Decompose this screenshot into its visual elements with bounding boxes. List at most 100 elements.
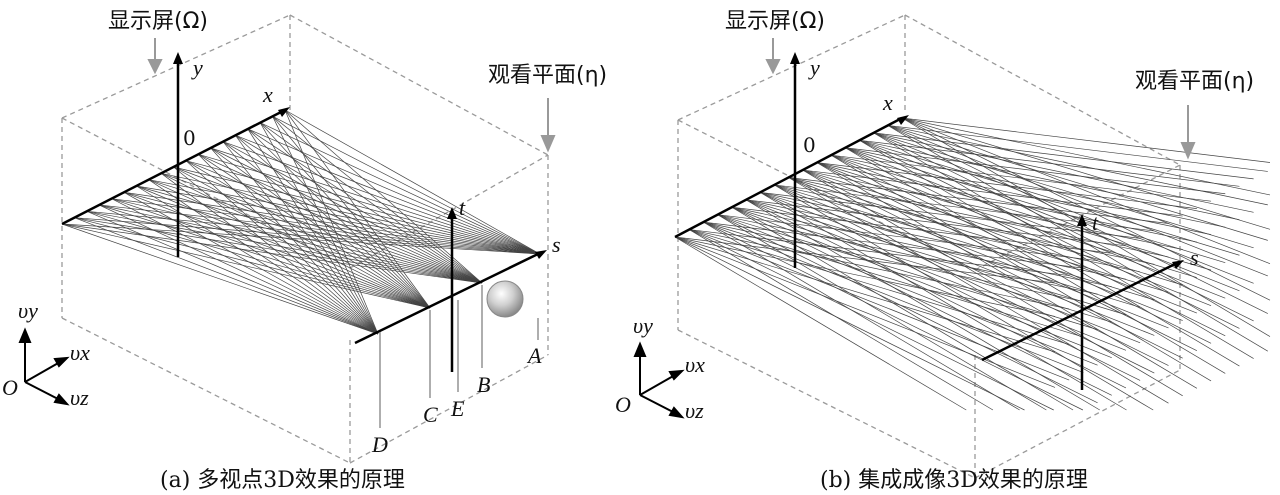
ray-line bbox=[173, 166, 379, 335]
ray-line bbox=[284, 109, 483, 284]
coord-frame-a: υy υx υz O bbox=[2, 298, 90, 410]
ray-line bbox=[760, 192, 1141, 308]
ray-line bbox=[901, 117, 1271, 196]
ray-line bbox=[873, 132, 1254, 359]
panel-a-zero-label: 0 bbox=[183, 126, 196, 150]
ray-line bbox=[788, 177, 1169, 404]
ray-line bbox=[745, 199, 1127, 316]
panel-a-s-axis bbox=[354, 251, 541, 345]
panel-b-x-arrowhead bbox=[897, 115, 909, 125]
ray-line bbox=[674, 236, 1056, 317]
ray-line bbox=[759, 192, 1127, 411]
coord-a-vz: υz bbox=[70, 385, 89, 410]
panel-b-x-axis bbox=[674, 116, 903, 239]
panel-a-t-label: t bbox=[459, 195, 466, 220]
ray-line bbox=[61, 223, 431, 309]
ray-line bbox=[272, 116, 431, 309]
ray-line bbox=[717, 214, 1047, 411]
panel-a-viewing-plane-label: 观看平面(η) bbox=[488, 63, 607, 88]
ray-line bbox=[185, 160, 431, 309]
ray-line bbox=[901, 117, 1271, 230]
ray-line bbox=[111, 198, 431, 309]
ray-line bbox=[689, 229, 1070, 310]
panel-b-zero-label: 0 bbox=[803, 133, 816, 157]
ray-line bbox=[717, 214, 1098, 330]
ray-line bbox=[703, 221, 1084, 302]
ray-line bbox=[816, 162, 1198, 389]
ray-line bbox=[235, 135, 431, 309]
ray-line bbox=[198, 153, 541, 255]
panel-b-viewing-plane-label: 观看平面(η) bbox=[1135, 69, 1254, 94]
ray-line bbox=[136, 185, 431, 309]
ray-line bbox=[674, 236, 1056, 353]
ray-line bbox=[148, 179, 541, 255]
panel-b-screen-label: 显示屏(Ω) bbox=[725, 9, 825, 34]
coord-a-vy: υy bbox=[18, 298, 38, 323]
ray-line bbox=[210, 147, 431, 309]
ray-line bbox=[210, 147, 541, 255]
ray-line bbox=[173, 166, 483, 284]
ray-line bbox=[148, 179, 379, 335]
ray-line bbox=[689, 229, 994, 411]
ray-line bbox=[123, 192, 379, 335]
ray-line bbox=[136, 185, 483, 284]
panel-a-t-arrowhead bbox=[447, 207, 457, 219]
ray-line bbox=[873, 132, 1254, 284]
ray-line bbox=[235, 135, 541, 255]
coord-a-vx: υx bbox=[70, 340, 90, 365]
panel-b-y-arrowhead bbox=[790, 52, 800, 64]
panel-a-point-c: C bbox=[423, 402, 438, 427]
ray-line bbox=[86, 210, 431, 309]
panel-a-leaders bbox=[379, 285, 539, 428]
panel-a-y-arrowhead bbox=[173, 52, 183, 64]
ray-line bbox=[61, 223, 379, 335]
ray-line bbox=[859, 140, 1240, 367]
ray-line bbox=[873, 132, 1254, 213]
ray-line bbox=[802, 169, 1183, 250]
ray-line bbox=[222, 141, 541, 255]
ray-line bbox=[247, 128, 431, 309]
coord-b-vy: υy bbox=[633, 313, 653, 338]
coord-b-vx: υx bbox=[685, 352, 705, 377]
ray-line bbox=[259, 122, 431, 309]
ray-line bbox=[284, 109, 431, 309]
panel-b: 显示屏(Ω) 观看平面(η) y x 0 t s (b) 集成成像3D效果的原理 bbox=[674, 9, 1271, 493]
panel-a-x-label: x bbox=[262, 82, 273, 107]
panel-b-s-axis bbox=[981, 261, 1178, 362]
panel-a-point-b: B bbox=[477, 372, 490, 397]
ray-line bbox=[136, 185, 379, 335]
ray-line bbox=[222, 141, 379, 335]
ray-line bbox=[759, 192, 1141, 344]
panel-b-caption: (b) 集成成像3D效果的原理 bbox=[820, 468, 1088, 493]
ray-line bbox=[161, 172, 541, 255]
panel-b-t-label: t bbox=[1092, 210, 1099, 235]
ray-line bbox=[160, 173, 379, 335]
ray-line bbox=[148, 179, 483, 284]
ray-line bbox=[222, 141, 483, 284]
ray-line bbox=[859, 139, 1240, 187]
panel-b-rays bbox=[674, 117, 1271, 411]
ray-line bbox=[260, 122, 483, 284]
ray-line bbox=[731, 206, 1074, 411]
ray-line bbox=[703, 221, 1084, 338]
ray-line bbox=[774, 184, 1155, 265]
ray-line bbox=[887, 125, 1268, 241]
ray-line bbox=[717, 214, 1098, 295]
ray-line bbox=[284, 109, 379, 335]
ray-line bbox=[774, 184, 1155, 336]
ray-line bbox=[123, 191, 483, 284]
ray-line bbox=[830, 154, 1212, 382]
ray-line bbox=[845, 147, 1226, 228]
panel-a-gray-arrows bbox=[147, 38, 556, 153]
panel-a-x-arrowhead bbox=[278, 107, 290, 117]
ray-line bbox=[745, 199, 1127, 280]
ray-line bbox=[185, 160, 483, 284]
ray-line bbox=[247, 128, 483, 284]
ray-line bbox=[887, 125, 1268, 352]
ray-line bbox=[887, 125, 1268, 172]
panel-b-s-arrowhead bbox=[1172, 260, 1184, 269]
ray-line bbox=[210, 147, 483, 284]
coord-b-origin: O bbox=[615, 392, 631, 417]
ray-line bbox=[788, 177, 1169, 258]
panel-a-caption: (a) 多视点3D效果的原理 bbox=[160, 468, 405, 493]
